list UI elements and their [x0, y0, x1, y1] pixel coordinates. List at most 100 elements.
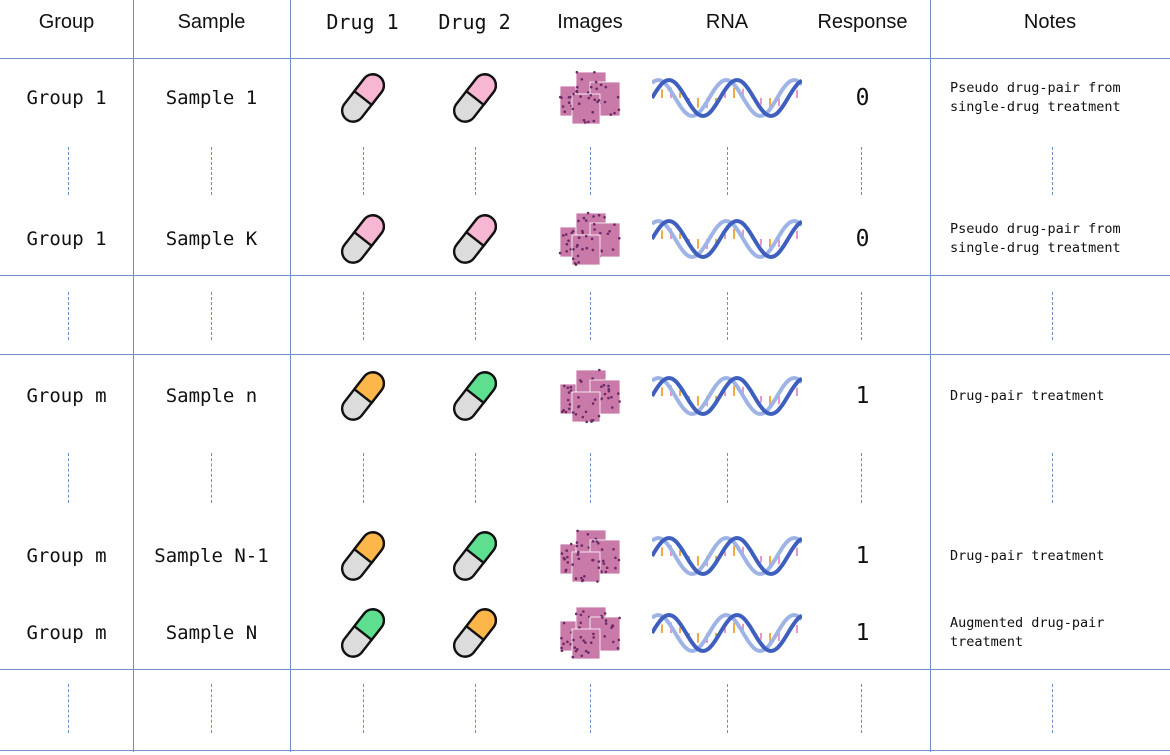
header-drug-2: Drug 2 [438, 10, 511, 34]
ellipsis-dash [727, 292, 728, 340]
ellipsis-dash [1052, 453, 1053, 503]
ellipsis-dash [861, 292, 862, 340]
ellipsis-dash [211, 453, 212, 503]
header-group: Group [38, 11, 95, 33]
table-row: Group m Sample N-1 1 Drug-pair treatment [0, 526, 1170, 586]
ellipsis-dash [363, 292, 364, 340]
ellipsis-dash [211, 147, 212, 195]
ellipsis-dash [68, 292, 69, 340]
ellipsis-dash [475, 684, 476, 733]
ellipsis-dash [590, 453, 591, 503]
header-divider [0, 58, 1170, 59]
bottom-border [0, 750, 1170, 751]
table-row: Group m Sample N 1 Augmented drug-pair treat… [0, 603, 1170, 663]
note-line-2: single-drug treatment [950, 240, 1121, 256]
ellipsis-dash [861, 147, 862, 195]
group-cell: Group 1 [26, 87, 107, 109]
ellipsis-dash [363, 147, 364, 195]
sample-cell: Sample N [165, 622, 258, 644]
group-cell: Group 1 [26, 228, 107, 250]
ellipsis-dash [475, 453, 476, 503]
table-row: Group 1 Sample K 0 Pseudo drug-pair from sin… [0, 209, 1170, 269]
note-line-2: single-drug treatment [950, 99, 1121, 115]
ellipsis-dash [68, 684, 69, 733]
ellipsis-dash [727, 453, 728, 503]
ellipsis-dash [363, 684, 364, 733]
note-line-1: Drug-pair treatment [950, 547, 1105, 564]
drug-1-pill-icon [335, 68, 391, 128]
drug-2-pill-icon [447, 603, 503, 663]
group-cell: Group m [26, 545, 107, 567]
ellipsis-dash [861, 453, 862, 503]
rna-helix-icon [652, 366, 802, 426]
sample-cell: Sample K [165, 228, 258, 250]
notes-cell: Drug-pair treatment [950, 526, 1155, 586]
group-cell: Group m [26, 622, 107, 644]
note-line-1: Pseudo drug-pair from [950, 221, 1121, 237]
ellipsis-dash [727, 147, 728, 195]
drug-2-pill-icon [447, 68, 503, 128]
header-drug-1: Drug 1 [326, 10, 399, 34]
ellipsis-dash [590, 292, 591, 340]
ellipsis-dash [1052, 684, 1053, 733]
column-divider [290, 0, 291, 752]
drug-1-pill-icon [335, 209, 391, 269]
header-notes: Notes [1023, 11, 1077, 33]
row-divider [0, 354, 1170, 355]
response-value: 1 [855, 543, 870, 569]
drug-1-pill-icon [335, 526, 391, 586]
sample-cell: Sample n [165, 385, 258, 407]
tissue-image-icon [555, 526, 627, 586]
ellipsis-dash [727, 684, 728, 733]
ellipsis-dash [68, 147, 69, 195]
note-line-1: Drug-pair treatment [950, 387, 1105, 404]
response-value: 0 [855, 226, 870, 252]
tissue-image-icon [555, 603, 627, 663]
notes-cell: Drug-pair treatment [950, 366, 1155, 426]
ellipsis-dash [475, 292, 476, 340]
rna-helix-icon [652, 526, 802, 586]
tissue-image-icon [555, 68, 627, 128]
rna-helix-icon [652, 68, 802, 128]
note-line-1: Augmented drug-pair [950, 615, 1105, 631]
ellipsis-dash [590, 147, 591, 195]
ellipsis-dash [475, 147, 476, 195]
notes-cell: Pseudo drug-pair from single-drug treatme… [950, 209, 1155, 269]
response-value: 0 [855, 85, 870, 111]
ellipsis-dash [590, 684, 591, 733]
column-divider [930, 0, 931, 752]
tissue-image-icon [555, 366, 627, 426]
header-images: Images [557, 11, 623, 33]
ellipsis-dash [1052, 147, 1053, 195]
ellipsis-dash [211, 292, 212, 340]
ellipsis-dash [363, 453, 364, 503]
rna-helix-icon [652, 603, 802, 663]
header-sample: Sample [177, 11, 246, 33]
drug-1-pill-icon [335, 366, 391, 426]
column-divider [133, 0, 134, 752]
row-divider [0, 275, 1170, 276]
ellipsis-dash [861, 684, 862, 733]
drug-2-pill-icon [447, 526, 503, 586]
table-row: Group m Sample n 1 Drug-pair treatment [0, 366, 1170, 426]
sample-cell: Sample N-1 [154, 545, 269, 567]
response-value: 1 [855, 620, 870, 646]
drug-2-pill-icon [447, 209, 503, 269]
ellipsis-dash [1052, 292, 1053, 340]
row-divider [0, 669, 1170, 670]
drug-2-pill-icon [447, 366, 503, 426]
ellipsis-dash [68, 453, 69, 503]
sample-cell: Sample 1 [165, 87, 258, 109]
header-response: Response [817, 11, 908, 33]
rna-helix-icon [652, 209, 802, 269]
drug-1-pill-icon [335, 603, 391, 663]
notes-cell: Augmented drug-pair treatment [950, 603, 1155, 663]
header-rna: RNA [705, 11, 749, 33]
response-value: 1 [855, 383, 870, 409]
note-line-2: treatment [950, 634, 1024, 650]
group-cell: Group m [26, 385, 107, 407]
ellipsis-dash [211, 684, 212, 733]
